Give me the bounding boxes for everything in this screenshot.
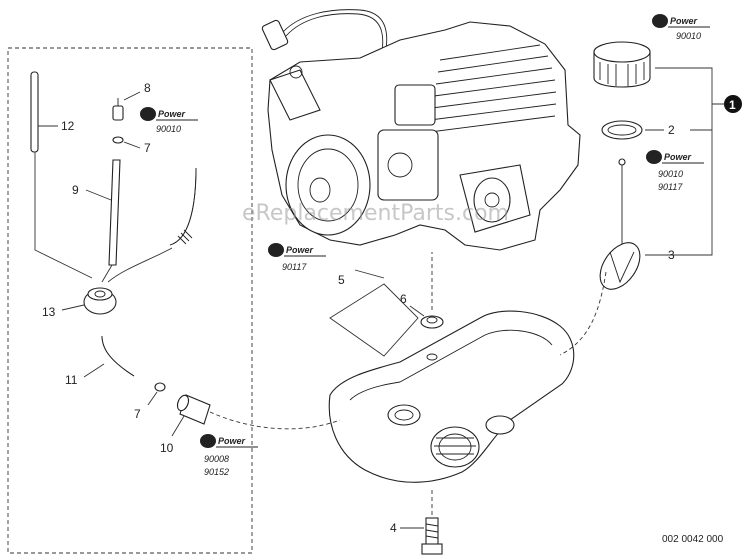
callout-8: 8 bbox=[144, 81, 151, 95]
part-3-tether bbox=[559, 158, 641, 356]
engine bbox=[261, 9, 581, 251]
svg-text:90010: 90010 bbox=[156, 124, 181, 134]
part-12-rod bbox=[30, 71, 58, 153]
part-9-fuel-line bbox=[85, 159, 197, 266]
part-7-upper-ring bbox=[112, 136, 124, 144]
callout-3: 3 bbox=[668, 248, 675, 262]
part-10-fuel-filter bbox=[171, 394, 341, 437]
callout-13: 13 bbox=[42, 305, 56, 319]
drawing-code: 002 0042 000 bbox=[662, 534, 724, 545]
svg-text:90117: 90117 bbox=[658, 182, 683, 192]
part-6-grommet bbox=[420, 252, 444, 329]
callout-12: 12 bbox=[61, 119, 75, 133]
fuel-tank bbox=[328, 310, 575, 483]
svg-text:90010: 90010 bbox=[658, 169, 683, 179]
svg-text:90008: 90008 bbox=[204, 454, 229, 464]
callout-11: 11 bbox=[65, 373, 78, 387]
part-4-bolt bbox=[421, 487, 443, 555]
repower-logo-icon bbox=[140, 107, 156, 121]
part-8-fitting bbox=[112, 91, 141, 121]
callout-9: 9 bbox=[72, 183, 79, 197]
repower-logo-icon bbox=[268, 243, 284, 257]
callout-1-text: 1 bbox=[729, 98, 736, 112]
callout-10: 10 bbox=[160, 441, 174, 455]
repower-logo-icon bbox=[646, 150, 662, 164]
part-7-lower-ring bbox=[154, 382, 166, 392]
kit-boundary bbox=[7, 47, 253, 554]
repower-badge-middle: Power 90117 bbox=[268, 243, 326, 272]
svg-text:Power: Power bbox=[664, 152, 692, 162]
svg-text:90152: 90152 bbox=[204, 467, 229, 477]
svg-text:Power: Power bbox=[158, 109, 186, 119]
svg-text:Power: Power bbox=[670, 16, 698, 26]
svg-text:90010: 90010 bbox=[676, 31, 701, 41]
repower-logo-icon bbox=[200, 434, 216, 448]
callout-5: 5 bbox=[338, 273, 345, 287]
repower-badge-top-right: Power 90010 bbox=[652, 14, 710, 41]
svg-text:90117: 90117 bbox=[282, 262, 307, 272]
watermark: eReplacementParts.com bbox=[242, 201, 509, 226]
callout-7-upper: 7 bbox=[144, 141, 151, 155]
repower-badge-left-box: Power 90010 bbox=[140, 107, 198, 134]
part-11-fuel-hose bbox=[83, 335, 135, 378]
callout-4: 4 bbox=[390, 521, 397, 535]
repower-badge-right-mid: Power 90010 90117 bbox=[646, 150, 704, 192]
repower-badge-bottom-left: Power 90008 90152 bbox=[200, 434, 258, 477]
callout-2: 2 bbox=[668, 123, 675, 137]
part-2-gasket bbox=[601, 120, 643, 140]
callout-7-lower: 7 bbox=[134, 407, 141, 421]
callout-1-disc bbox=[724, 95, 742, 113]
part-fuel-cap bbox=[593, 41, 651, 88]
svg-text:Power: Power bbox=[218, 436, 246, 446]
part-13-grommet bbox=[61, 287, 117, 315]
repower-logo-icon bbox=[652, 14, 668, 28]
svg-text:Power: Power bbox=[286, 245, 314, 255]
callout-6: 6 bbox=[400, 292, 407, 306]
